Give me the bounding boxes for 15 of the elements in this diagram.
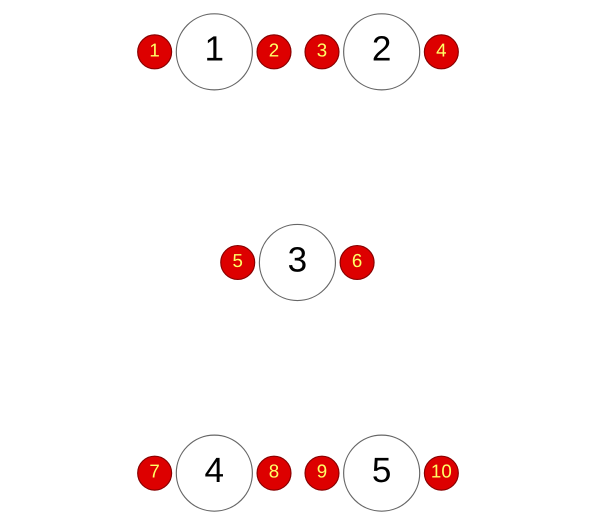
node-circle: 1: [175, 12, 252, 90]
node-circle: 9: [304, 455, 340, 490]
node-circle: 4: [423, 34, 458, 69]
node-circle: 6: [339, 244, 374, 280]
node-circle: 10: [423, 455, 458, 490]
node-circle: 7: [136, 455, 172, 490]
node-circle: 5: [342, 434, 420, 512]
node-circle: 2: [256, 34, 292, 69]
node-circle: 1: [136, 34, 172, 69]
node-circle: 2: [342, 12, 420, 90]
node-circle: 3: [304, 34, 340, 69]
node-circle: 8: [256, 455, 292, 490]
node-circle: 5: [220, 244, 255, 280]
node-circle: 4: [175, 434, 252, 512]
node-circle: 3: [258, 223, 336, 301]
